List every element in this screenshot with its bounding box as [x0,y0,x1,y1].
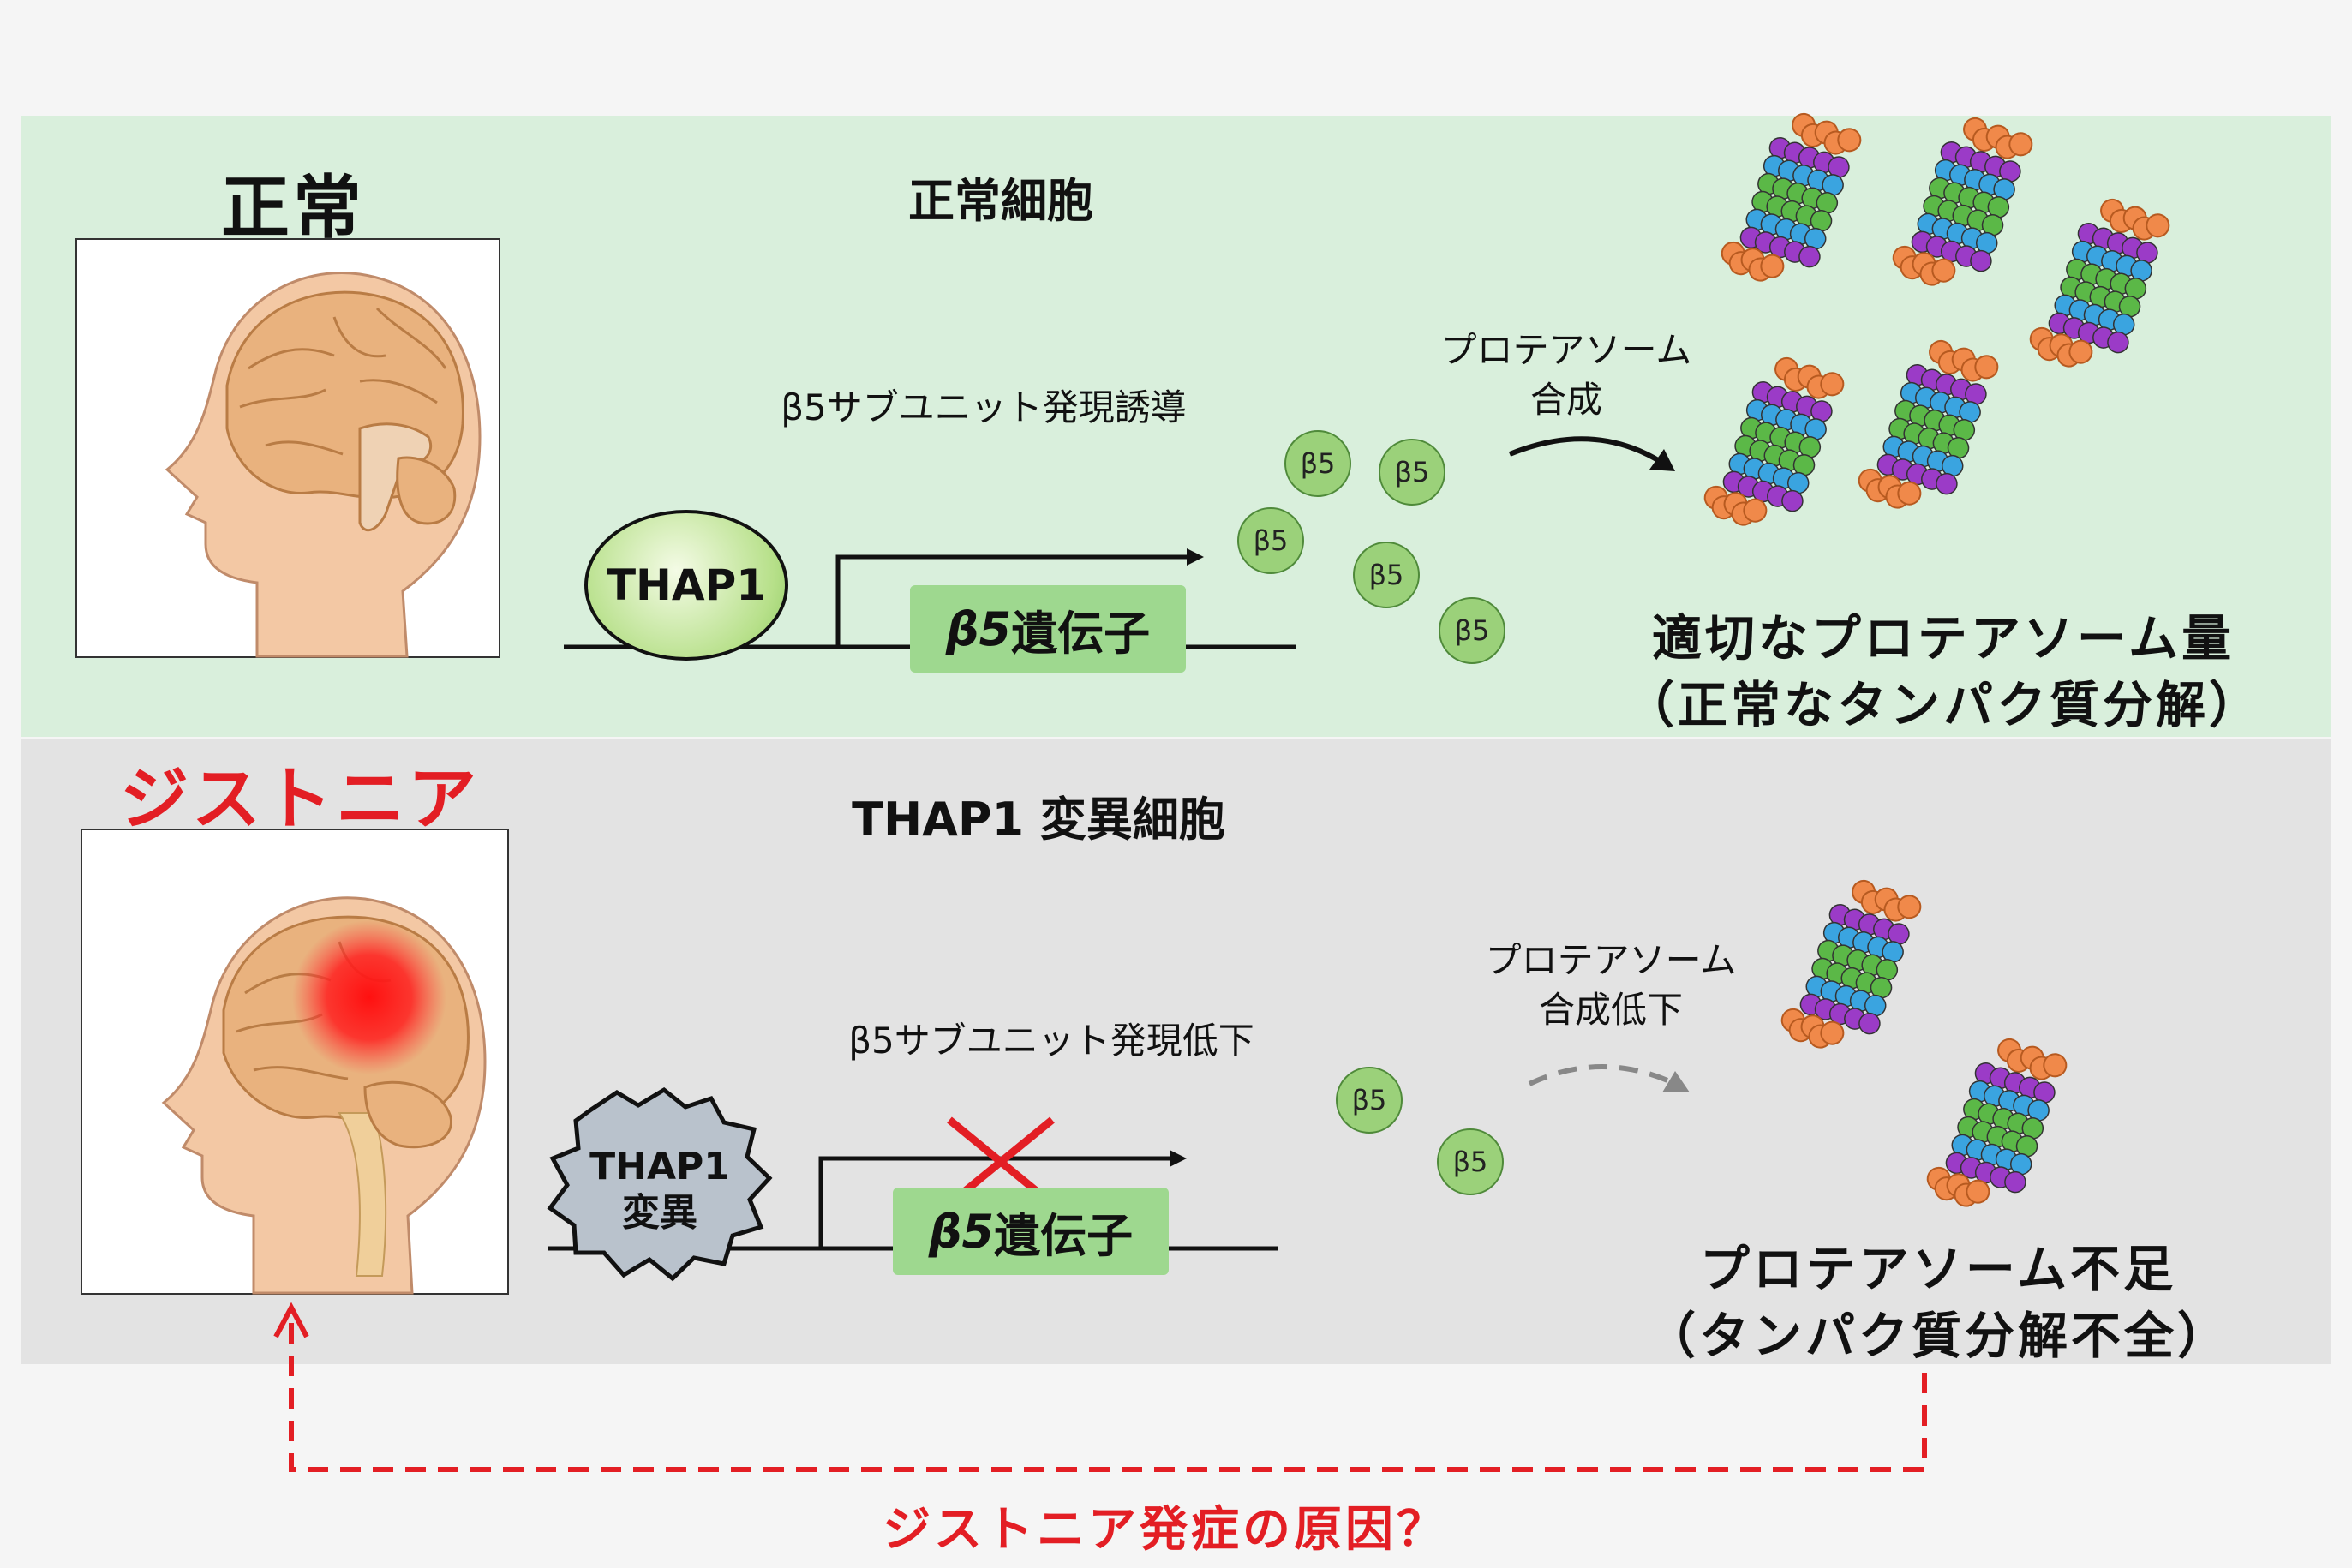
normal-gene-word: 遺伝子 [1011,606,1151,661]
dystonia-result-line2: （タンパク質分解不全） [1645,1307,2231,1365]
normal-head-brain-icon [165,272,482,658]
normal-synthesis-arrow [1508,436,1664,465]
beta5-subunit: β5 [1353,542,1420,608]
beta5-label: β5 [1351,1084,1387,1116]
dystonia-result-label: プロテアソーム不足 （タンパク質分解不全） [1646,1236,2230,1369]
cause-feedback-arrow [289,1311,1927,1472]
dystonia-synthesis-label: プロテアソーム 合成低下 [1486,936,1737,1035]
normal-synthesis-label: プロテアソーム 合成 [1441,326,1692,425]
proteasome-icon [1926,1038,2068,1207]
normal-synthesis-line1: プロテアソーム [1440,329,1692,371]
dystonia-gene-beta: β5 [928,1204,995,1259]
beta5-label: β5 [1394,456,1430,488]
normal-label: 正常 [221,168,365,248]
beta5-subunit: β5 [1437,1128,1504,1195]
beta5-subunit: β5 [1336,1067,1403,1134]
beta5-label: β5 [1253,524,1289,557]
normal-result-label: 適切なプロテアソーム量 （正常なタンパク質分解） [1625,605,2262,739]
normal-induction-label: β5サブユニット発現誘導 [781,386,1187,428]
thap1-mutant-line1: THAP1 [589,1145,730,1188]
thap1-mutant-label: THAP1 変異 [589,1144,730,1236]
thap1-mutant-line2: 変異 [621,1191,697,1235]
normal-result-line1: 適切なプロテアソーム量 [1651,609,2235,667]
cause-question-label: ジストニア発症の原因？ [883,1502,1448,1558]
proteasome-icon [1780,879,1922,1049]
normal-synthesis-line2: 合成 [1529,379,1602,421]
normal-brain-box [75,238,500,658]
beta5-label: β5 [1368,559,1404,591]
beta5-subunit: β5 [1439,597,1505,664]
dystonia-synthesis-arrow [1528,1064,1677,1086]
proteasome-icon [2029,198,2170,368]
beta5-label: β5 [1452,1146,1488,1178]
beta5-label: β5 [1300,447,1336,480]
dystonia-result-line1: プロテアソーム不足 [1699,1240,2177,1298]
normal-cell-title: 正常細胞 [908,174,1093,228]
beta5-subunit: β5 [1237,507,1304,574]
dystonia-promoter-arrow [818,1156,1174,1248]
dystonia-reduction-label: β5サブユニット発現低下 [848,1020,1254,1062]
dystonia-synthesis-line2: 合成低下 [1538,989,1683,1031]
beta5-subunit: β5 [1379,439,1445,506]
beta5-subunit: β5 [1284,430,1351,497]
dystonia-synthesis-line1: プロテアソーム [1485,939,1737,981]
proteasome-icon [1858,339,1999,509]
normal-gene-beta: β5 [945,601,1012,656]
normal-promoter-arrow [835,554,1191,647]
normal-result-line2: （正常なタンパク質分解） [1624,676,2263,734]
thap1-mutant-icon [547,1086,773,1282]
dystonia-brain-box [81,829,509,1295]
proteasome-icon [1721,112,1862,282]
beta5-label: β5 [1454,614,1490,647]
proteasome-icon [1892,117,2033,286]
dystonia-cell-title: THAP1 変異細胞 [852,793,1225,847]
thap1-protein-label: THAP1 [606,560,767,610]
dystonia-gene-word: 遺伝子 [994,1208,1134,1263]
thap1-protein-icon: THAP1 [584,510,788,661]
dystonia-head-brain-icon [161,896,487,1295]
dystonia-label: ジストニア [120,759,480,839]
proteasome-icon [1703,356,1845,526]
